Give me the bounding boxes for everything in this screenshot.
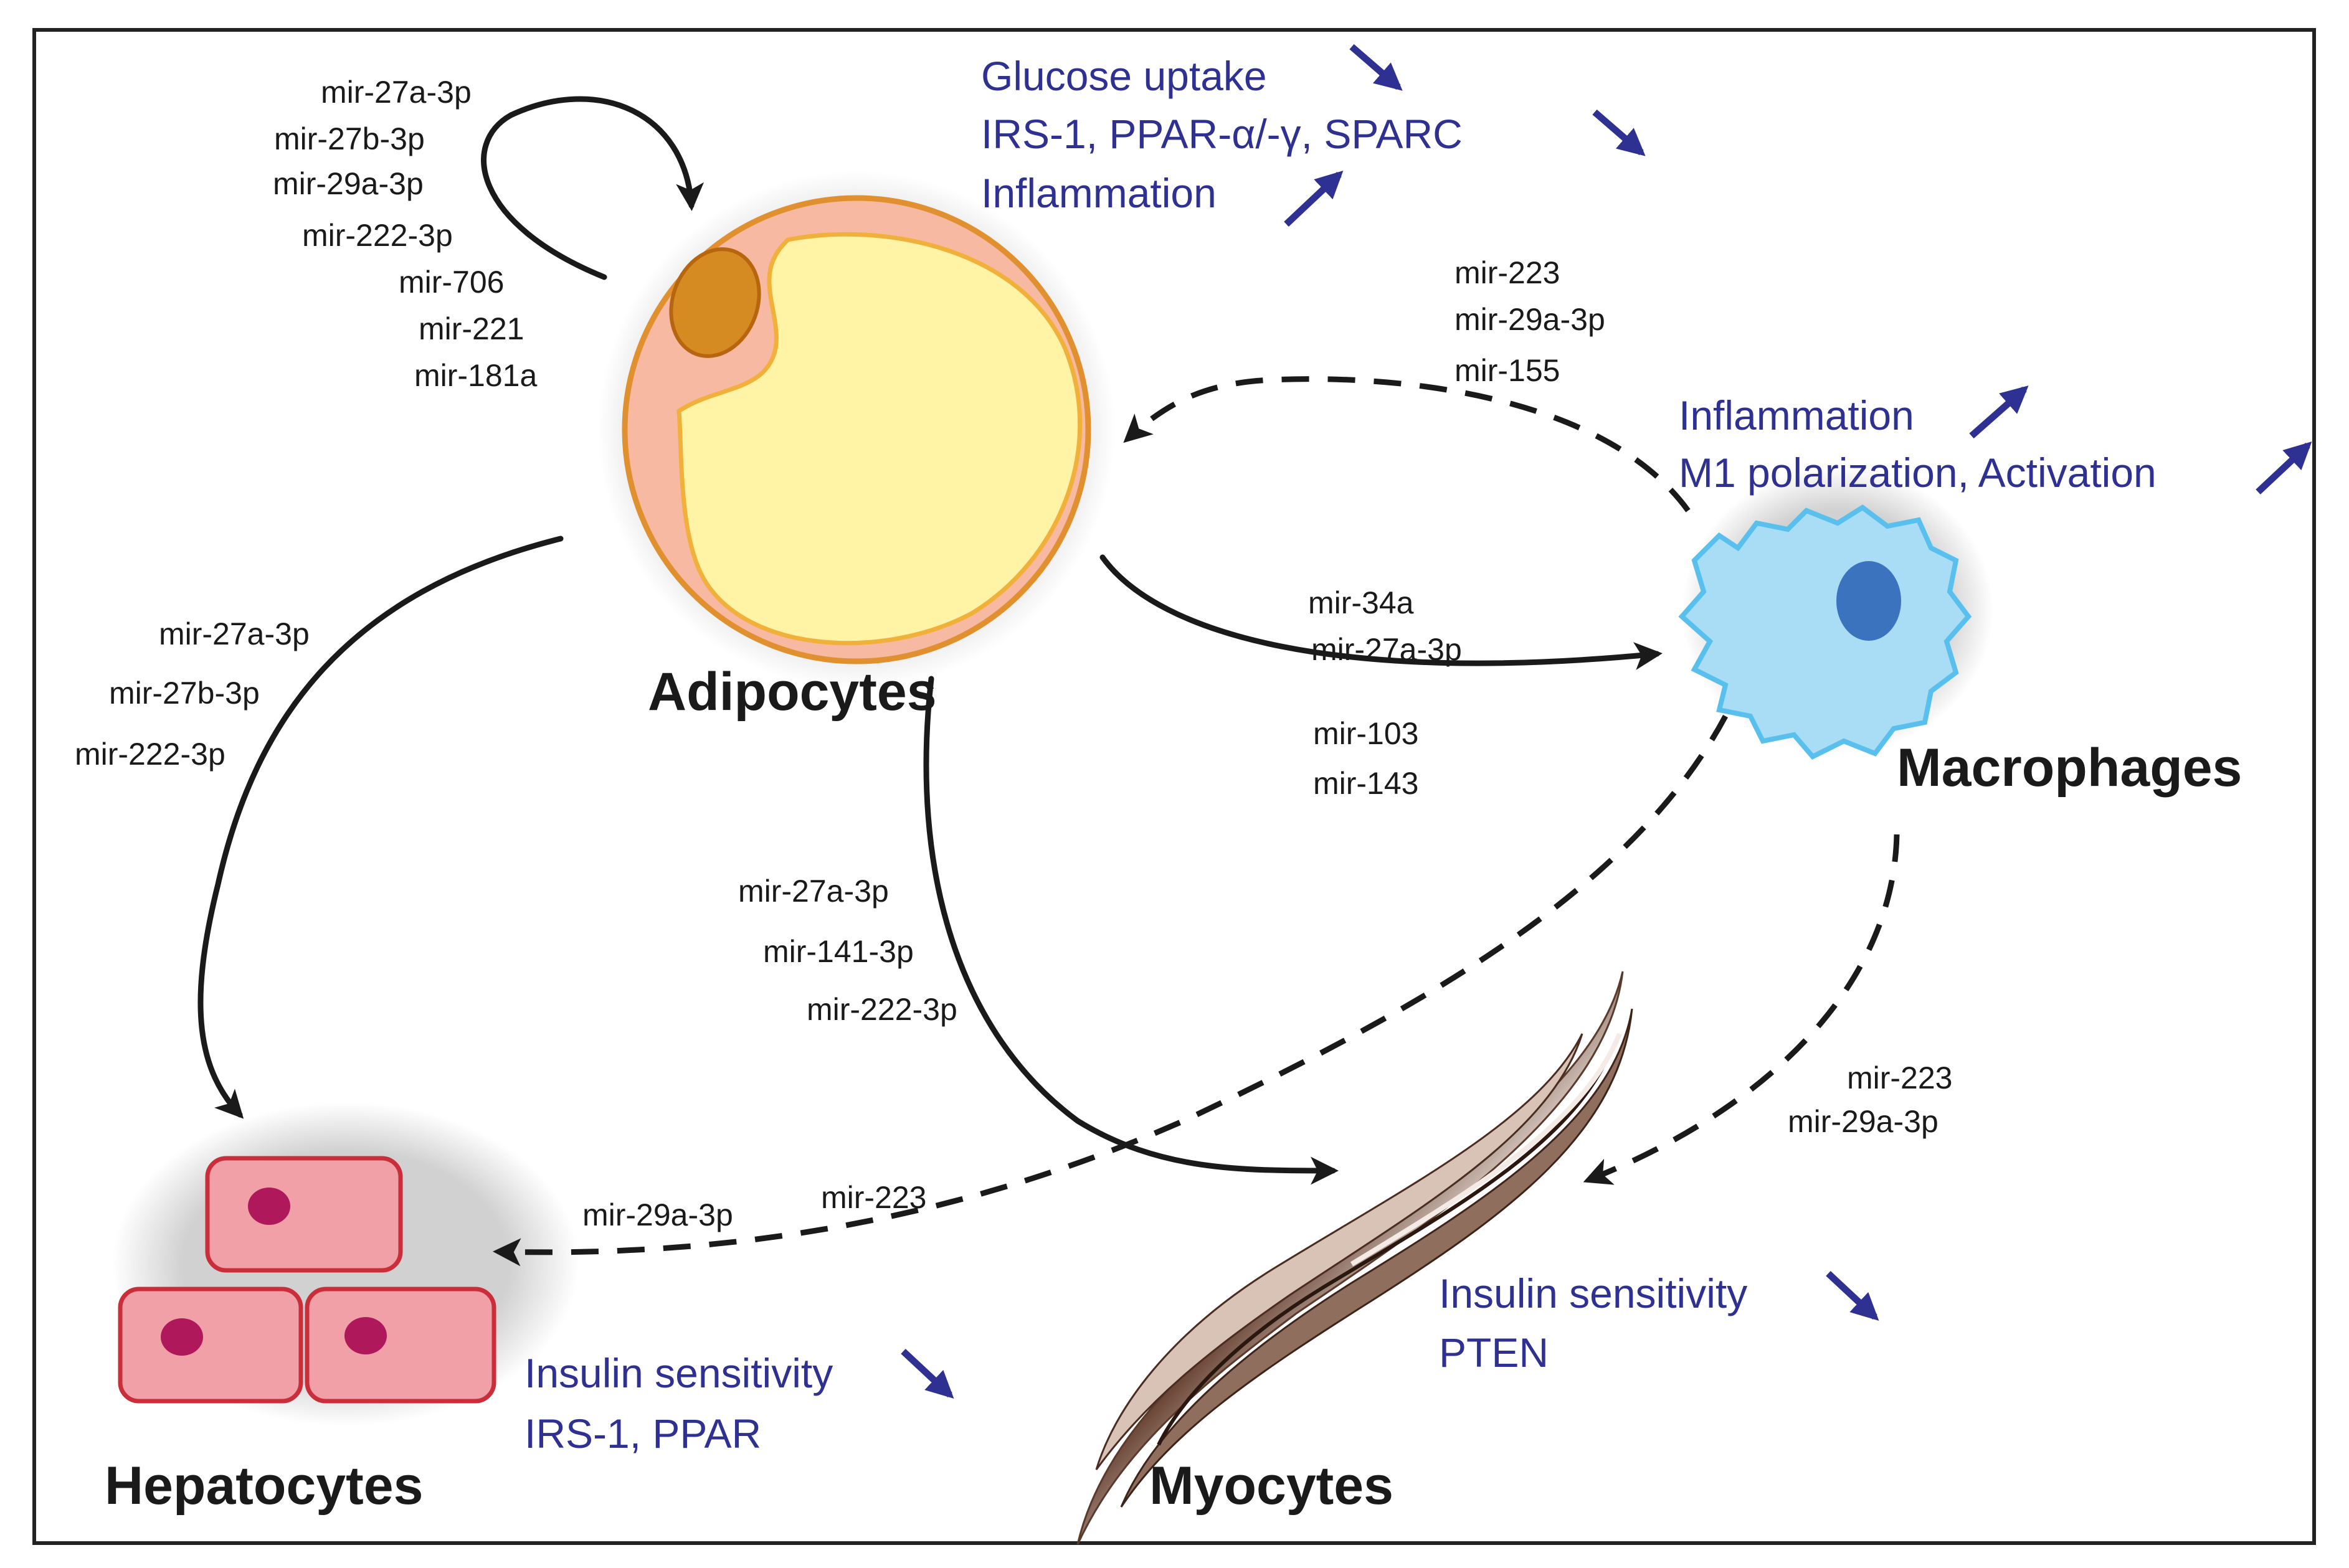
adipocytes-label: Adipocytes xyxy=(648,662,937,722)
macrophages-label: Macrophages xyxy=(1897,738,2242,798)
hepatocytes-label: Hepatocytes xyxy=(105,1456,423,1516)
adipocyte-self-mir-list: mir-27a-3p mir-27b-3p mir-29a-3p mir-222… xyxy=(273,75,537,393)
up-arrow-icon xyxy=(1284,170,1344,227)
hepatocyte-nucleus xyxy=(344,1317,387,1354)
hepatocyte-cell-left xyxy=(118,1287,303,1404)
arrow-adipocyte-to-macrophages xyxy=(1099,554,1663,670)
myocyte-effects: Insulin sensitivity PTEN xyxy=(1439,1270,1879,1376)
myocyte-fibers xyxy=(1076,971,1633,1545)
hepatocyte-cluster xyxy=(112,1102,579,1426)
macrophage-cell xyxy=(1678,467,1993,760)
adipocyte-to-myocyte-mir-list: mir-27a-3p mir-141-3p mir-222-3p xyxy=(738,874,957,1027)
effect-irs-ppar-sparc: IRS-1, PPAR-α/-γ, SPARC xyxy=(981,111,1463,157)
adipocyte-effects: Glucose uptake IRS-1, PPAR-α/-γ, SPARC I… xyxy=(981,44,1646,227)
mir-label: mir-222-3p xyxy=(302,218,453,253)
up-arrow-icon xyxy=(2256,441,2312,495)
macrophage-to-myocyte-mir-list: mir-223 mir-29a-3p xyxy=(1788,1060,1952,1139)
effect-insulin-sensitivity: Insulin sensitivity xyxy=(524,1350,833,1396)
up-arrow-icon xyxy=(1969,385,2029,439)
mir-label: mir-143 xyxy=(1313,766,1418,801)
mir-label: mir-223 xyxy=(1847,1060,1952,1095)
hepatocyte-nucleus xyxy=(248,1188,290,1225)
macrophage-to-adipocyte-mir-list: mir-223 mir-29a-3p mir-155 xyxy=(1454,255,1605,388)
arrow-adipocyte-to-myocytes xyxy=(923,676,1339,1185)
mir-label: mir-27a-3p xyxy=(321,75,472,110)
effect-m1-polarization: M1 polarization, Activation xyxy=(1679,450,2157,496)
mir-label: mir-222-3p xyxy=(807,992,957,1027)
arrow-macrophages-to-hepatocytes xyxy=(493,714,1728,1267)
adipocyte-to-macrophage-mir-list: mir-34a mir-27a-3p mir-103 mir-143 xyxy=(1308,585,1462,801)
effect-inflammation: Inflammation xyxy=(981,170,1217,216)
mir-label: mir-29a-3p xyxy=(1788,1104,1939,1139)
mir-label: mir-181a xyxy=(414,358,537,393)
mir-label: mir-223 xyxy=(821,1180,926,1215)
arrow-macrophages-to-adipocyte xyxy=(1123,376,1691,512)
mir-label: mir-29a-3p xyxy=(582,1197,733,1232)
mir-label: mir-27a-3p xyxy=(1311,632,1462,667)
adipocyte-to-hepatocyte-mir-list: mir-27a-3p mir-27b-3p mir-222-3p xyxy=(75,616,310,772)
mir-label: mir-223 xyxy=(1454,255,1560,290)
mir-label: mir-141-3p xyxy=(763,934,914,969)
hepatocyte-cell-right xyxy=(305,1287,496,1404)
adipocyte-cell xyxy=(598,171,1115,688)
down-arrow-icon xyxy=(901,1348,954,1399)
down-arrow-icon xyxy=(1592,109,1646,156)
macrophage-nucleus xyxy=(1836,561,1901,641)
hepatocyte-cell-top xyxy=(205,1156,403,1273)
macrophage-to-hepatocyte-mir-list: mir-29a-3p mir-223 xyxy=(582,1180,926,1232)
mir-label: mir-27a-3p xyxy=(159,616,310,651)
arrow-adipocyte-to-hepatocytes xyxy=(197,536,564,1119)
effect-inflammation: Inflammation xyxy=(1679,392,1914,438)
macrophage-body xyxy=(1678,504,1972,760)
down-arrow-icon xyxy=(1826,1270,1879,1321)
hepatocyte-nucleus xyxy=(161,1318,203,1356)
mir-label: mir-27b-3p xyxy=(274,121,425,156)
mir-label: mir-29a-3p xyxy=(273,166,424,201)
mir-label: mir-222-3p xyxy=(75,737,225,772)
mir-label: mir-27a-3p xyxy=(738,874,889,909)
effect-insulin-sensitivity: Insulin sensitivity xyxy=(1439,1270,1747,1316)
adipocyte-nucleus xyxy=(669,247,761,358)
hepatocyte-effects: Insulin sensitivity IRS-1, PPAR xyxy=(524,1348,954,1457)
mir-label: mir-34a xyxy=(1308,585,1414,620)
effect-glucose-uptake: Glucose uptake xyxy=(981,53,1267,99)
effect-pten: PTEN xyxy=(1439,1329,1549,1376)
mir-label: mir-103 xyxy=(1313,716,1418,751)
adipocyte-lipid-droplet xyxy=(676,232,1083,646)
mir-label: mir-706 xyxy=(399,265,504,300)
down-arrow-icon xyxy=(1349,44,1403,91)
macrophage-effects: Inflammation M1 polarization, Activation xyxy=(1679,385,2312,496)
myocytes-label: Myocytes xyxy=(1149,1456,1393,1516)
effect-irs-ppar: IRS-1, PPAR xyxy=(524,1410,761,1457)
mir-label: mir-27b-3p xyxy=(109,676,260,711)
mir-label: mir-155 xyxy=(1454,353,1560,388)
mir-label: mir-221 xyxy=(419,311,524,346)
mir-label: mir-29a-3p xyxy=(1454,302,1605,337)
arrow-macrophages-to-myocytes xyxy=(1583,834,1900,1185)
arrow-adipocyte-self xyxy=(481,96,705,280)
